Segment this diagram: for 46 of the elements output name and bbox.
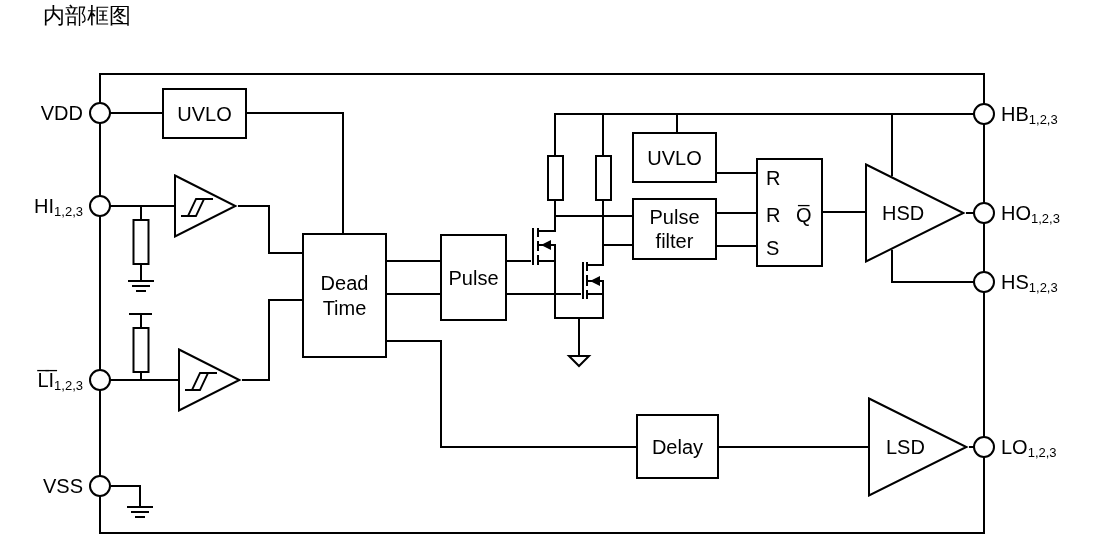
wire (246, 112, 344, 234)
wire (822, 211, 866, 213)
chip-outline (99, 73, 985, 534)
schmitt-trigger-symbol (178, 348, 242, 412)
wire (718, 446, 869, 448)
port-label: R (766, 203, 781, 227)
resistor-symbol (546, 155, 564, 201)
transistor-symbol (531, 226, 557, 267)
port-label: Q̅ (796, 203, 812, 227)
wire (716, 172, 757, 174)
pin-label: HS$_{1,2,3}$ (1001, 271, 1058, 293)
wire (386, 293, 441, 295)
wire (716, 245, 757, 247)
block-box: Delay (636, 414, 719, 479)
pin-label: VSS (42, 475, 83, 497)
pin-label: HI$_{1,2,3}$ (34, 195, 83, 217)
pin-label: HO$_{1,2,3}$ (1001, 202, 1060, 224)
pin-label: HB$_{1,2,3}$ (1001, 103, 1058, 125)
wire (891, 248, 975, 283)
latch-box (756, 158, 823, 267)
wire (506, 260, 532, 262)
block-box: Dead Time (302, 233, 387, 358)
schmitt-trigger-symbol (174, 174, 238, 238)
wire (554, 266, 604, 319)
wire (506, 293, 582, 295)
wire (237, 205, 303, 254)
transistor-symbol (581, 260, 605, 301)
pin-label: LO$_{1,2,3}$ (1001, 436, 1057, 458)
port-label: R (766, 166, 781, 190)
pin-label: VDD (40, 102, 83, 124)
wire (386, 260, 441, 262)
block-box: Pulse filter (632, 198, 717, 260)
block-box: UVLO (632, 132, 717, 183)
driver-triangle: HSD (865, 163, 966, 263)
wire (386, 340, 637, 448)
pin-label: L̅I̅$_{1,2,3}$ (37, 369, 83, 391)
port-label: S (766, 236, 780, 260)
title: 内部框图 (43, 2, 131, 30)
wire (554, 215, 633, 227)
wire (602, 244, 633, 261)
driver-triangle: LSD (868, 397, 969, 497)
wire (241, 299, 303, 381)
resistor-symbol (594, 155, 612, 201)
wire (716, 212, 757, 214)
block-box: Pulse (440, 234, 507, 321)
block-box: UVLO (162, 88, 247, 139)
